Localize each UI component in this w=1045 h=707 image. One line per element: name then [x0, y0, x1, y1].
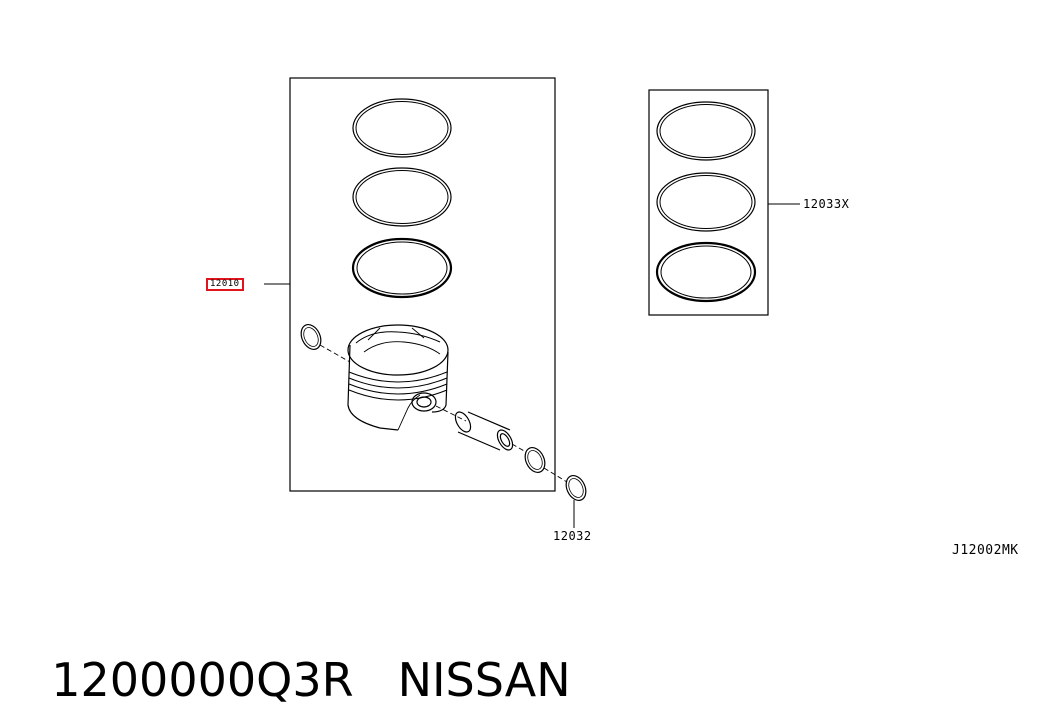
piston-ring-top [352, 98, 452, 158]
axis-dashed-right [511, 443, 527, 453]
snap-ring-outer [565, 475, 587, 501]
piston-assembly-frame [289, 77, 556, 492]
part-caption: 1200000Q3R NISSAN [22, 602, 571, 707]
callout-12010[interactable]: 12010 [206, 278, 244, 291]
diagram-code: J12002MK [952, 543, 1019, 558]
piston-ring-second [352, 167, 452, 227]
ring-set-top [656, 101, 756, 161]
piston-ring-oil [351, 237, 453, 299]
snap-ring-left [300, 324, 322, 350]
snap-ring-inner [524, 447, 546, 473]
axis-dashed-left [319, 344, 351, 363]
ring-set-frame [648, 89, 769, 316]
ring-set-second [656, 172, 756, 232]
piston-pin [454, 411, 514, 451]
callout-12033x[interactable]: 12033X [803, 197, 850, 211]
ring-set-oil [655, 241, 757, 303]
axis-dashed-mid [435, 405, 467, 422]
part-number: 1200000Q3R [51, 653, 354, 707]
callout-12032[interactable]: 12032 [553, 529, 592, 543]
axis-dashed-outer [543, 467, 568, 483]
piston [347, 324, 449, 431]
brand-name: NISSAN [397, 653, 571, 707]
parts-diagram [264, 77, 800, 528]
